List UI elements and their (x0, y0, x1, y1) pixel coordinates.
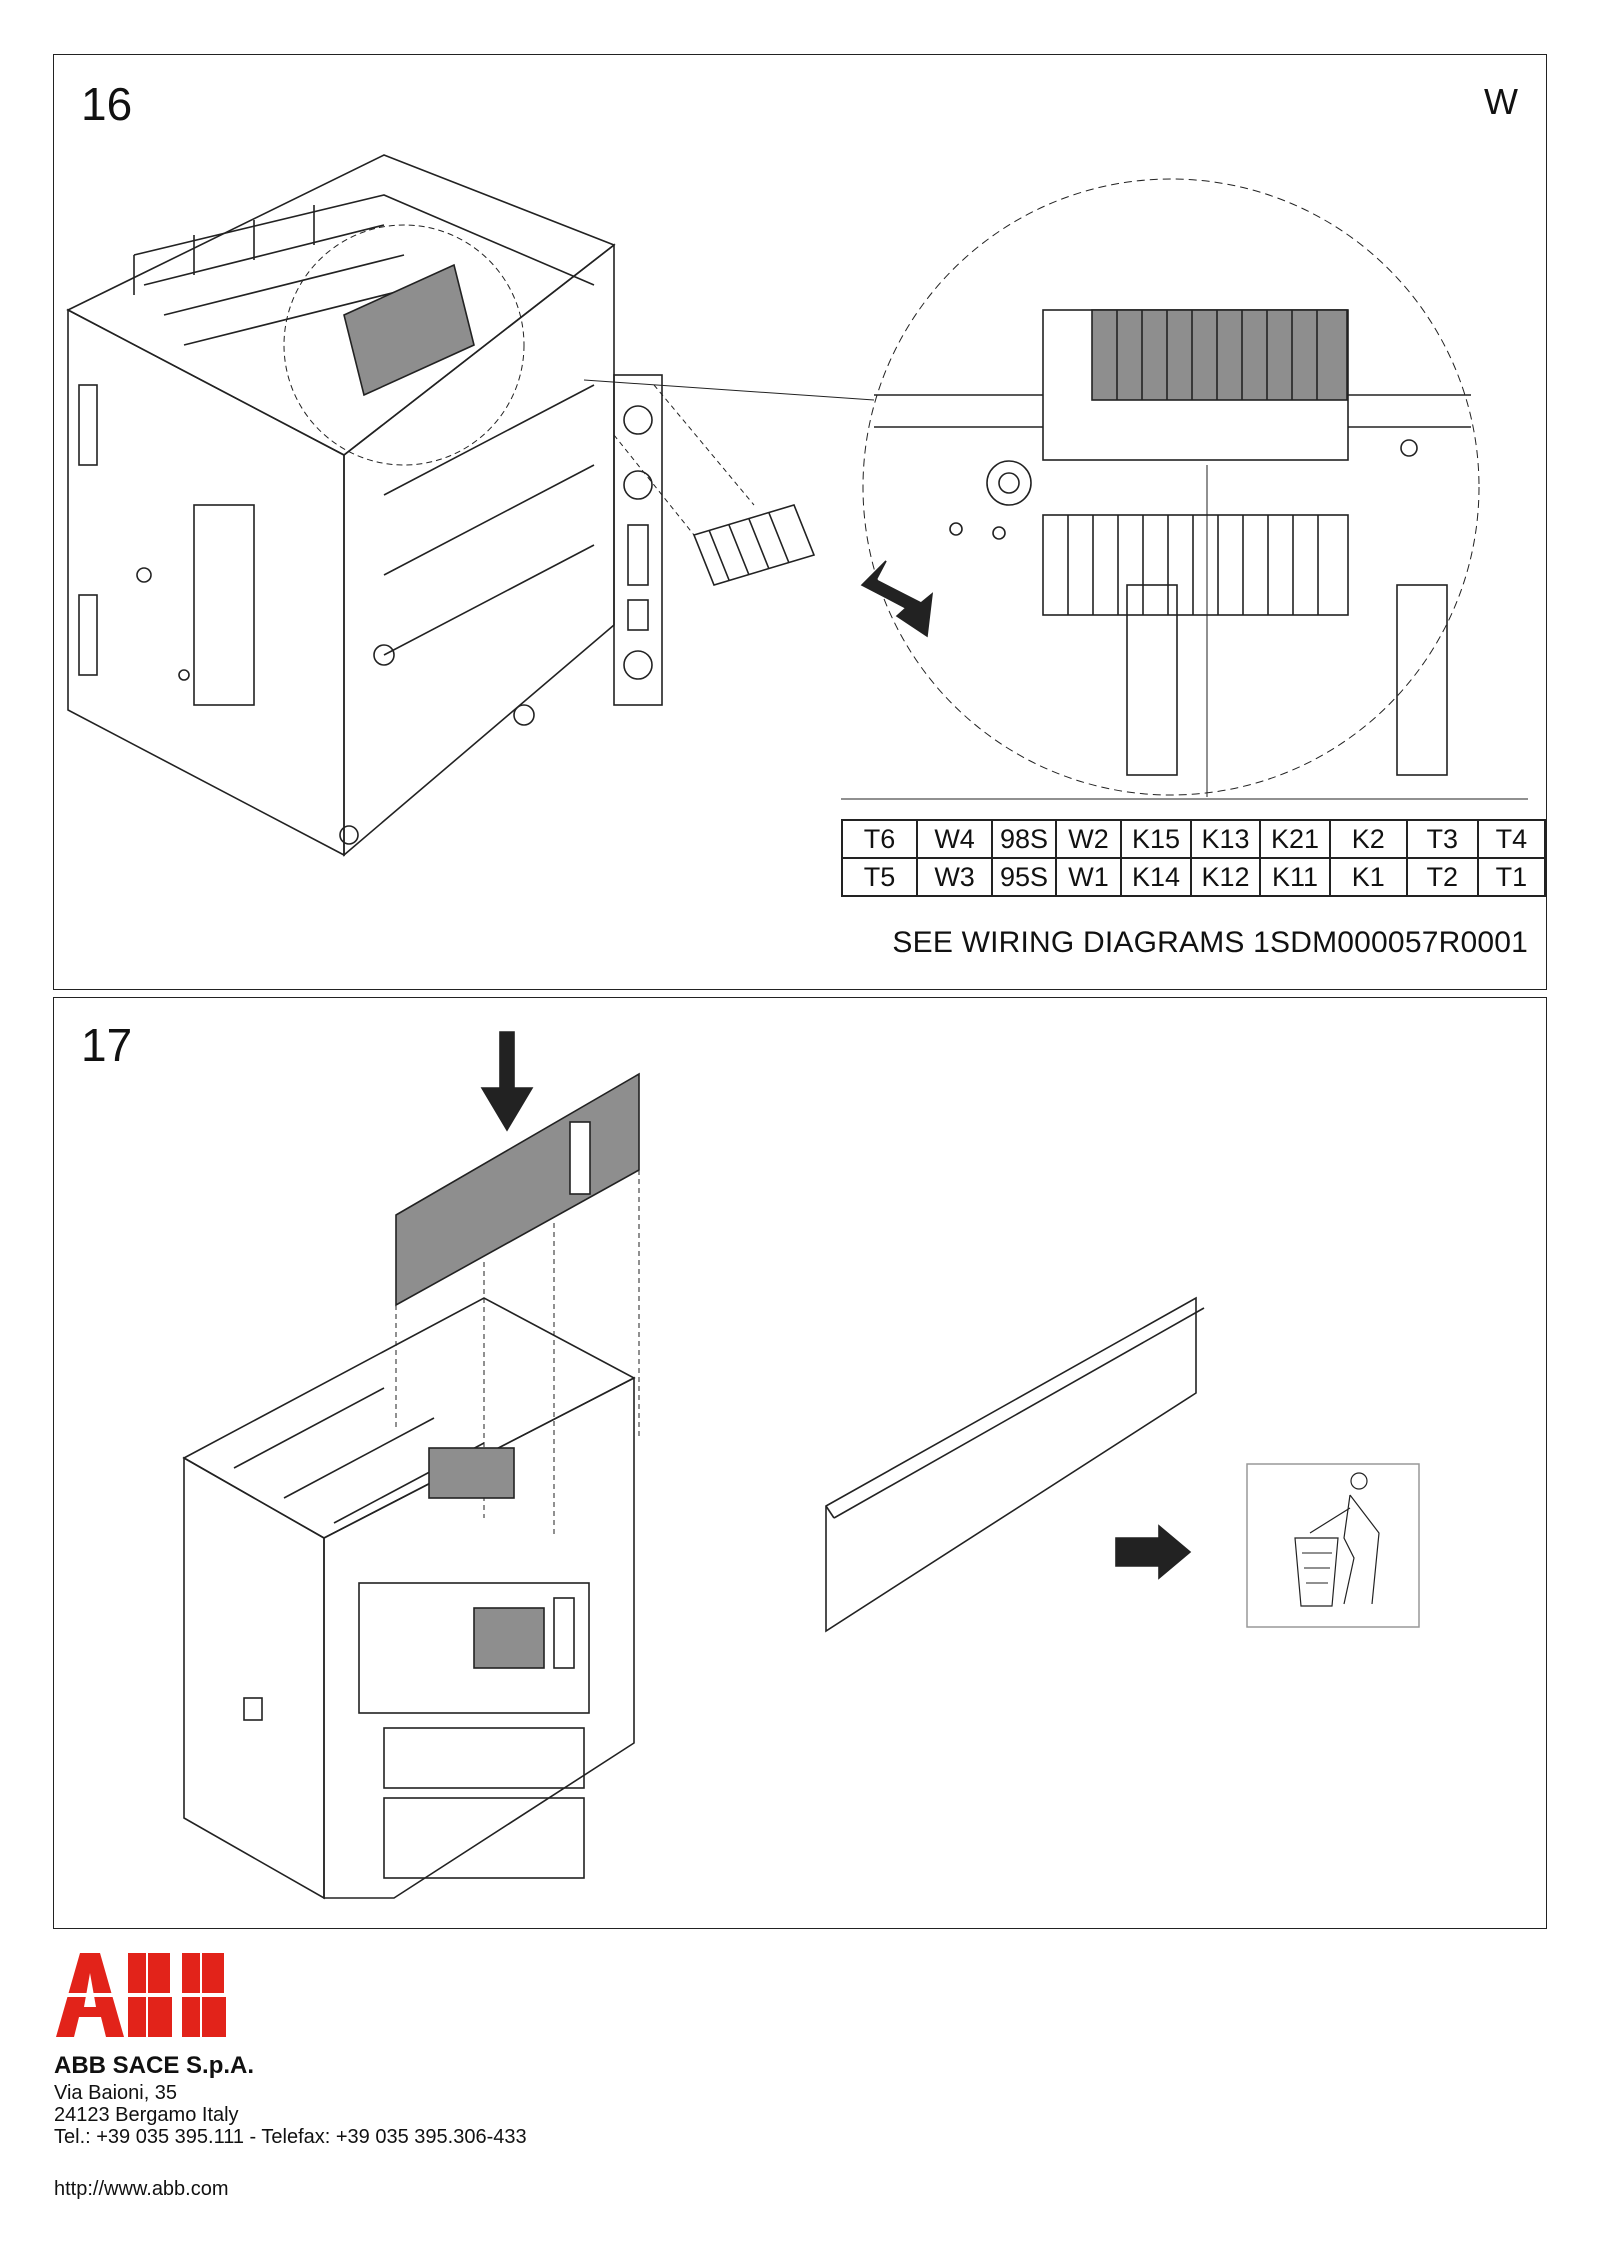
see-wiring-note: SEE WIRING DIAGRAMS 1SDM000057R0001 (892, 926, 1528, 959)
step-17-panel: 17 (53, 997, 1547, 1929)
terminal-cell: 98S (991, 819, 1057, 859)
phone-line: Tel.: +39 035 395.111 - Telefax: +39 035… (54, 2126, 527, 2148)
terminal-cell: K13 (1189, 819, 1262, 859)
terminal-cell: W4 (915, 819, 994, 859)
terminal-cell: T1 (1476, 857, 1547, 897)
circuit-breaker-drawing (182, 1297, 636, 1900)
step-16-panel: 16 W (53, 54, 1547, 990)
mounted-terminal-block (343, 263, 475, 397)
terminal-cell: K12 (1189, 857, 1262, 897)
variant-letter: W (1484, 81, 1518, 122)
trash-bin-icon (1246, 1463, 1420, 1628)
terminal-cell: T6 (841, 819, 918, 859)
detail-magnifier-circle (862, 178, 1480, 796)
detail-terminal-strip (874, 309, 1471, 797)
terminal-cell: K2 (1328, 819, 1408, 859)
insert-arrow (860, 560, 934, 638)
terminal-row-top: T6 W4 98S W2 K15 K13 K21 K2 T3 T4 (841, 819, 1547, 859)
terminal-cell: K11 (1259, 857, 1331, 897)
removed-cover (825, 1296, 1205, 1633)
terminal-cell: T3 (1405, 819, 1479, 859)
terminal-cell: K14 (1120, 857, 1192, 897)
discard-arrow-icon (1115, 1524, 1192, 1580)
down-arrow-icon (480, 1031, 534, 1132)
terminal-cell: T4 (1476, 819, 1547, 859)
terminal-cell: K21 (1259, 819, 1331, 859)
address-line: Via Baioni, 35 (54, 2082, 178, 2104)
terminal-label-table: T6 W4 98S W2 K15 K13 K21 K2 T3 T4 T5 W3 … (841, 819, 1547, 897)
step-17-illustration (182, 1031, 1420, 1900)
terminal-cell: W1 (1054, 857, 1123, 897)
loose-terminal-connector (613, 384, 816, 586)
circuit-breaker-drawing (66, 154, 663, 857)
terminal-cell: K1 (1328, 857, 1408, 897)
terminal-row-bottom: T5 W3 95S W1 K14 K12 K11 K1 T2 T1 (841, 857, 1547, 897)
address-line: 24123 Bergamo Italy (54, 2104, 239, 2126)
terminal-cell: 95S (991, 857, 1057, 897)
step-number: 17 (81, 1019, 133, 1071)
company-name: ABB SACE S.p.A. (54, 2052, 255, 2079)
abb-logo (56, 1953, 252, 2037)
step-16-illustration (66, 154, 1528, 857)
terminal-cell: T2 (1405, 857, 1479, 897)
website-link[interactable]: http://www.abb.com (54, 2178, 229, 2200)
terminal-cell: T5 (841, 857, 918, 897)
step-number: 16 (81, 78, 133, 130)
terminal-cell: W2 (1054, 819, 1123, 859)
terminal-cell: K15 (1120, 819, 1192, 859)
terminal-cell: W3 (915, 857, 994, 897)
